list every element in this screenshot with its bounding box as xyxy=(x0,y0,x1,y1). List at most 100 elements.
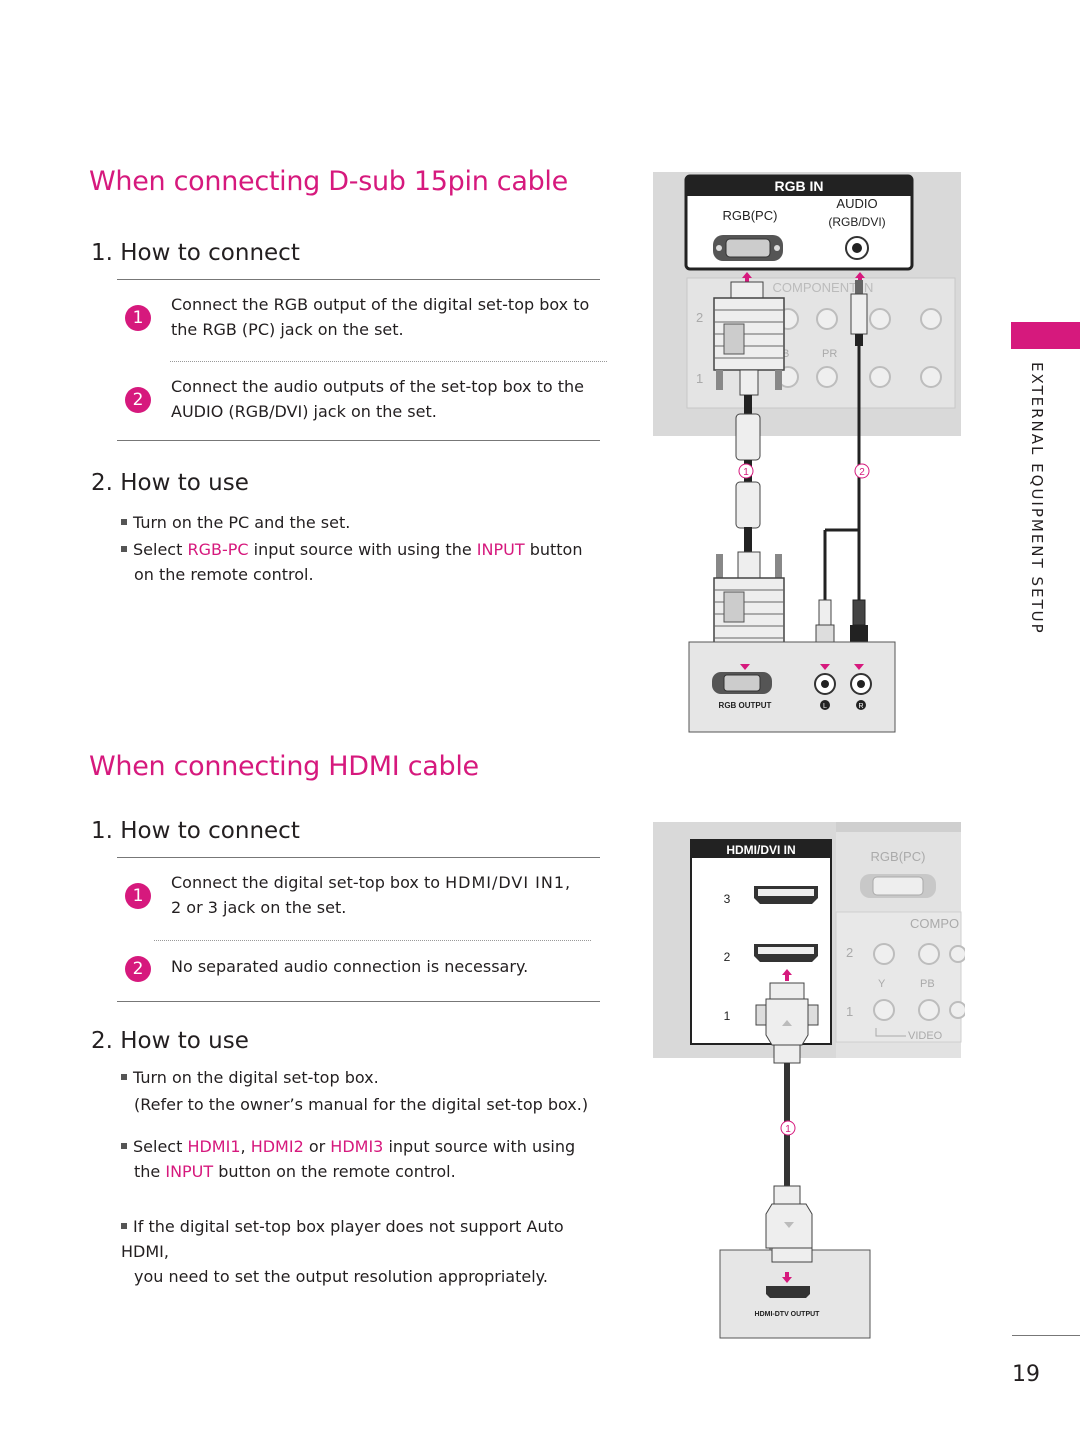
bullet-icon xyxy=(121,1073,127,1080)
port-2-label: 2 xyxy=(724,950,731,964)
divider xyxy=(117,857,600,858)
step-1-line2-post: jack on the set. xyxy=(275,320,404,339)
vga-ferrite xyxy=(735,481,761,529)
use-bullet-2-pre: Select xyxy=(133,540,188,559)
r-badge xyxy=(856,700,866,710)
step-number-2: 2 xyxy=(125,387,151,413)
arrow-up-icon xyxy=(855,272,865,284)
marker-1-label: 1 xyxy=(785,1124,791,1135)
hdmi-3-label: 3 xyxy=(207,898,218,917)
hdmi-plug-tip xyxy=(771,1247,813,1263)
bullet-icon xyxy=(121,518,127,525)
use-bullet-2-line2: on the remote control. xyxy=(134,565,314,584)
audio-plug-top xyxy=(850,280,868,346)
input-highlight: INPUT xyxy=(165,1162,214,1181)
use-bullet-1: Turn on the PC and the set. xyxy=(121,510,601,535)
input-highlight: INPUT xyxy=(476,540,525,559)
step-1-rgbpc-label: RGB (PC) xyxy=(202,320,276,339)
audio-jack-icon xyxy=(845,236,869,260)
row-1-label: 1 xyxy=(696,371,703,386)
component-jacks xyxy=(777,308,942,388)
use-bullet-2-mid: input source with using the xyxy=(248,540,477,559)
hdmi-use-bullet-3-line2: you need to set the output resolution ap… xyxy=(134,1267,548,1286)
rgbpc-port-label: RGB(PC) xyxy=(723,208,778,223)
hdmi-use-bullet-1: Turn on the digital set-top box. (Refer … xyxy=(121,1065,601,1117)
tv-side-panel-top xyxy=(836,822,961,832)
step-2-line1: Connect the audio outputs of the set-top… xyxy=(171,377,584,396)
hdmi-step-1-line1: Connect the digital set-top box to HDMI/… xyxy=(171,870,601,895)
rgb-pc-highlight: RGB-PC xyxy=(187,540,249,559)
hdmi-use-bullet-2: Select HDMI1, HDMI2 or HDMI3 input sourc… xyxy=(121,1134,601,1184)
page-number: 19 xyxy=(1012,1362,1040,1387)
component-label: COMPONENT IN xyxy=(773,280,874,295)
step-2-text: Connect the audio outputs of the set-top… xyxy=(171,374,601,424)
how-to-connect-heading: 1. How to connect xyxy=(91,818,300,844)
hdmi-use-bullet-2-line2-pre: the xyxy=(134,1162,166,1181)
hdmi-step-1-mid: or xyxy=(181,898,208,917)
hdmi-dtv-output-label: HDMI-DTV OUTPUT xyxy=(755,1311,821,1318)
marker-1 xyxy=(780,1120,796,1136)
hdmi-step-1-line2: 2 or 3 jack on the set. xyxy=(171,895,601,920)
hdmi-use-bullet-2-pre: Select xyxy=(133,1137,188,1156)
hdmi-use-bullet-2-line2: the INPUT button on the remote control. xyxy=(121,1159,601,1184)
how-to-use-heading: 2. How to use xyxy=(91,1028,249,1054)
arrow-down-icon xyxy=(782,1272,792,1283)
r-label: R xyxy=(858,703,863,710)
audio-port-sublabel: (RGB/DVI) xyxy=(828,215,885,229)
jack-center xyxy=(821,680,829,688)
step-1-line1: Connect the RGB output of the digital se… xyxy=(171,295,590,314)
use-bullet-2: Select RGB-PC input source with using th… xyxy=(121,537,601,587)
use-bullet-1-text: Turn on the PC and the set. xyxy=(133,513,351,532)
video-label: VIDEO xyxy=(908,1030,943,1042)
hdmi-port-2-inner xyxy=(758,947,814,954)
rgb-output-label: RGB OUTPUT xyxy=(719,701,772,710)
hdmi-use-bullet-2-post: input source with using xyxy=(383,1137,576,1156)
port-3-label: 3 xyxy=(724,892,731,906)
row-2-label: 2 xyxy=(846,945,853,960)
hdmi-dvi-in1-label: HDMI/DVI IN1 xyxy=(445,873,566,892)
hdmi-plug-top xyxy=(755,982,819,1064)
pr-label: PR xyxy=(822,348,837,360)
section-title-dsub: When connecting D-sub 15pin cable xyxy=(89,166,568,197)
hdmi-use-bullet-2-line2-post: button on the remote control. xyxy=(213,1162,456,1181)
y-label: Y xyxy=(878,978,886,990)
dotted-divider xyxy=(170,361,607,362)
divider xyxy=(117,279,600,280)
vga-output-port-icon xyxy=(712,672,772,694)
section-title-hdmi: When connecting HDMI cable xyxy=(89,751,479,782)
vga-ferrite xyxy=(735,413,761,461)
bullet-icon xyxy=(121,1222,127,1229)
hdmi-step-1-line2-post: jack on the set. xyxy=(217,898,347,917)
hdmi-use-bullet-2-sep2: or xyxy=(303,1137,331,1156)
video-bracket xyxy=(875,1028,906,1037)
divider xyxy=(117,440,600,441)
vga-port-icon xyxy=(713,235,783,261)
audio-cable xyxy=(823,346,861,600)
l-label: L xyxy=(823,703,827,710)
step-1-text: Connect the RGB output of the digital se… xyxy=(171,292,601,342)
hdmi2-highlight: HDMI2 xyxy=(250,1137,304,1156)
arrow-up-icon xyxy=(742,272,752,284)
pb-label: B xyxy=(782,348,789,360)
hdmi3-highlight: HDMI3 xyxy=(330,1137,384,1156)
hdmi-output-port-icon xyxy=(766,1286,810,1298)
step-number-1: 1 xyxy=(125,305,151,331)
arrow-down-icon xyxy=(820,664,864,670)
arrow-down-icon xyxy=(740,664,750,670)
step-1-line2: the RGB (PC) jack on the set. xyxy=(171,317,601,342)
vga-port-icon xyxy=(860,874,936,898)
section-tab-marker xyxy=(1011,322,1080,349)
component-panel xyxy=(835,911,962,1043)
comp-label: COMPO xyxy=(910,916,959,931)
hdmi-use-bullet-1-line2: (Refer to the owner’s manual for the dig… xyxy=(134,1095,589,1114)
dotted-divider xyxy=(154,940,591,941)
row-2-label: 2 xyxy=(696,310,703,325)
step-2-line2-post: jack on the set. xyxy=(308,402,437,421)
l-badge xyxy=(820,700,830,710)
section-side-label: EXTERNAL EQUIPMENT SETUP xyxy=(1028,362,1046,635)
how-to-use-heading: 2. How to use xyxy=(91,470,249,496)
step-number-2: 2 xyxy=(125,956,151,982)
arrow-up-icon xyxy=(782,969,792,981)
hdmi-use-bullet-3: If the digital set-top box player does n… xyxy=(121,1214,601,1289)
divider xyxy=(117,1001,600,1002)
